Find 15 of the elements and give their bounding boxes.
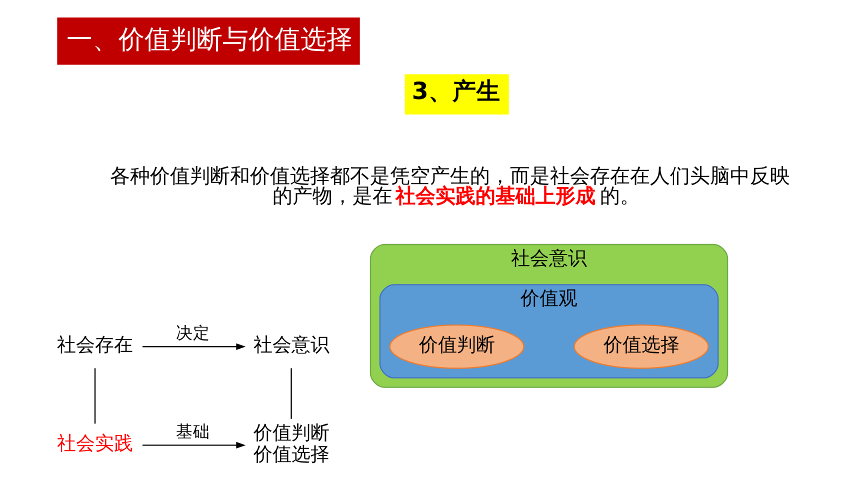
diagram-title: 一、价值判断与价值选择: [66, 24, 352, 55]
label: 各种价值判断和价值选择都不是凭空产生的，而是社会存在在人们头脑中反映的产物，是在社会实践的基础上形成的。: [109, 164, 790, 208]
connector: [290, 368, 292, 419]
arrow: [142, 343, 246, 350]
arrow: [142, 442, 246, 449]
node-ellipse: 价值判断: [388, 324, 524, 369]
node-text: 价值判断 价值选择: [252, 422, 329, 466]
node-text: 社会实践: [56, 432, 133, 455]
node-text: 社会意识: [252, 334, 329, 356]
node-ellipse: 价值选择: [573, 324, 708, 369]
connector: [94, 368, 96, 424]
edge-label: 决定: [176, 324, 210, 343]
node-text: 社会存在: [56, 334, 133, 356]
edge-label: 基础: [176, 422, 210, 442]
label: 3、产生: [411, 77, 500, 106]
